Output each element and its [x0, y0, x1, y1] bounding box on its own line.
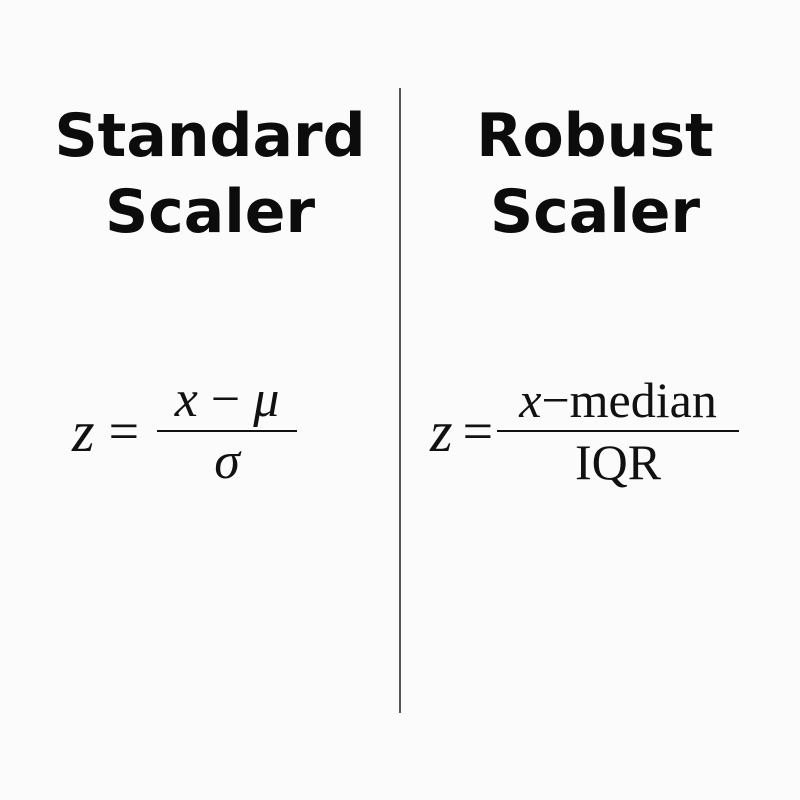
- title-line-2: Scaler: [104, 177, 316, 247]
- fraction-bar: [497, 430, 740, 432]
- standard-scaler-formula: z = x − μ σ: [72, 372, 298, 490]
- formula-numerator: x−median: [519, 372, 717, 428]
- numerator-operator: −: [541, 372, 570, 428]
- formula-fraction: x − μ σ: [157, 372, 298, 490]
- numerator-variable: x: [174, 371, 198, 428]
- robust-scaler-title: Robust Scaler: [400, 98, 790, 250]
- title-line-1: Robust: [476, 101, 714, 171]
- formula-numerator: x − μ: [175, 372, 280, 428]
- title-line-1: Standard: [54, 101, 366, 171]
- numerator-term: median: [569, 372, 717, 428]
- title-line-2: Scaler: [489, 177, 701, 247]
- formula-lhs: z: [430, 398, 453, 464]
- standard-scaler-title: Standard Scaler: [20, 98, 400, 250]
- formula-equals: =: [462, 401, 494, 461]
- formula-equals: =: [108, 401, 140, 461]
- vertical-divider: [399, 88, 401, 713]
- numerator-term: μ: [253, 371, 280, 428]
- formula-fraction: x−median IQR: [497, 372, 740, 490]
- formula-denominator: σ: [214, 433, 240, 490]
- robust-scaler-formula: z = x−median IQR: [430, 372, 740, 490]
- numerator-variable: x: [519, 372, 542, 428]
- formula-denominator: IQR: [574, 434, 662, 490]
- numerator-operator: −: [197, 371, 254, 428]
- formula-lhs: z: [72, 398, 95, 464]
- fraction-bar: [157, 430, 298, 432]
